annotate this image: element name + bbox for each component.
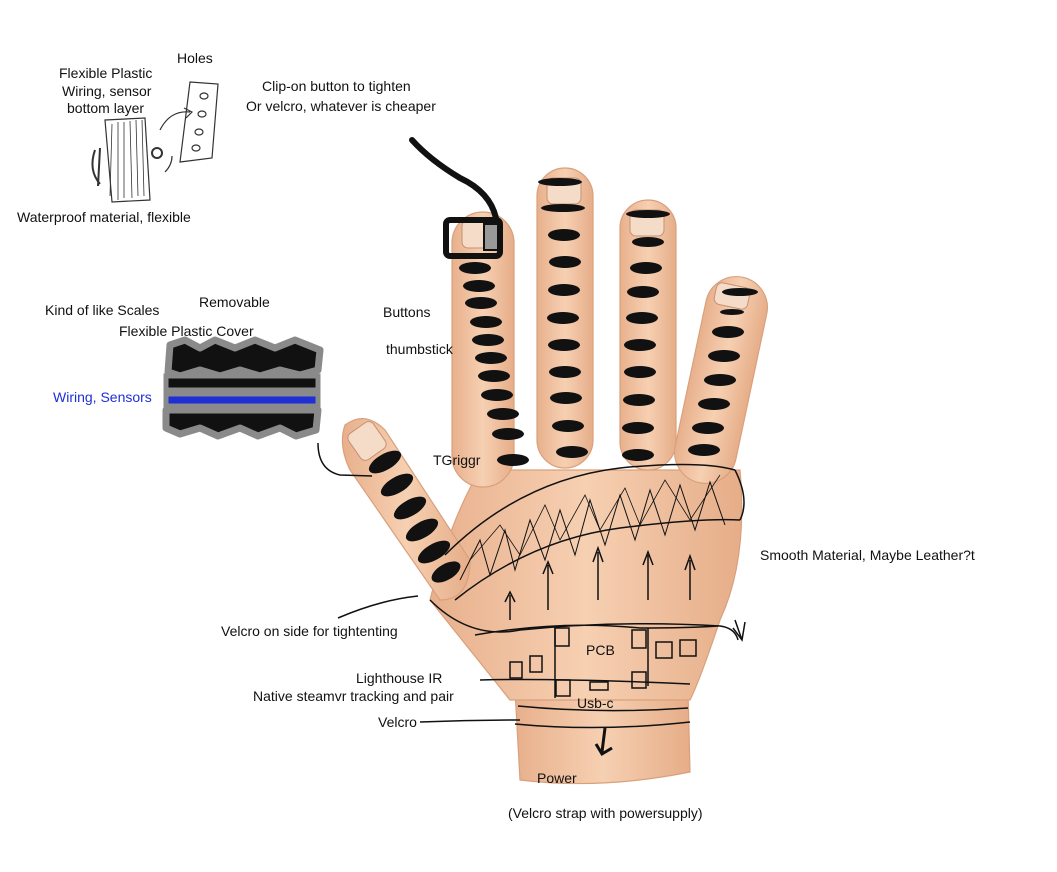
label-flexible-cover: Flexible Plastic Cover [119,323,254,339]
label-removable: Removable [199,294,270,310]
clip-on-button [409,137,503,259]
label-power: Power [537,770,577,786]
label-waterproof: Waterproof material, flexible [17,209,191,225]
label-velcro-side: Velcro on side for tightenting [221,623,398,639]
label-wiring-sensor: Wiring, sensor [62,83,152,99]
layer-sketch [91,81,219,203]
label-velcro: Velcro [378,714,417,730]
label-pcb: PCB [586,642,615,658]
label-kind-of-scales: Kind of like Scales [45,302,160,318]
wrist-electronics [474,624,719,757]
label-usb-c: Usb-c [577,695,614,711]
label-clip-on: Clip-on button to tighten [262,78,411,94]
label-wiring-sensors: Wiring, Sensors [53,389,152,405]
label-trigger: TGriggr [433,452,481,468]
label-thumbstick: thumbstick [386,341,453,357]
label-velcro-strap: (Velcro strap with powersupply) [508,805,703,821]
label-holes: Holes [177,50,213,66]
label-or-velcro: Or velcro, whatever is cheaper [246,98,436,114]
label-buttons: Buttons [383,304,431,320]
finger-bands [368,178,758,583]
label-smooth-material: Smooth Material, Maybe Leather?t [760,547,975,563]
label-flexible-plastic: Flexible Plastic [59,65,153,81]
label-bottom-layer: bottom layer [67,100,145,116]
leader-lines [317,442,521,723]
cover-cross-section [162,336,324,440]
label-lighthouse: Lighthouse IR [356,670,443,686]
palm-cover [429,463,746,642]
label-native-tracking: Native steamvr tracking and pair [253,688,454,704]
